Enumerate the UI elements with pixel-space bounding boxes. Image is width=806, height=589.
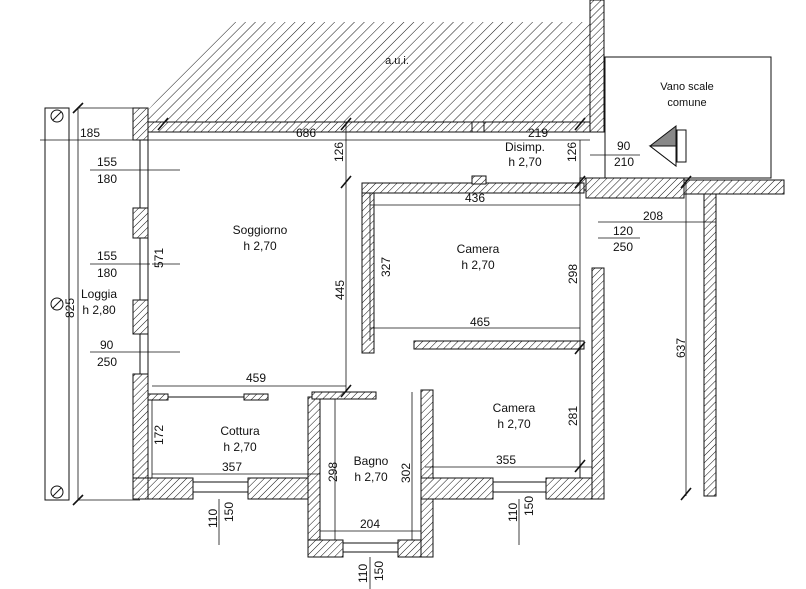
dim-155-180-b-bottom: 180 bbox=[97, 266, 117, 280]
dim-686: 686 bbox=[296, 126, 316, 140]
dim-110-150-b-right: 150 bbox=[522, 496, 536, 516]
dim-172: 172 bbox=[152, 425, 166, 445]
dim-637: 637 bbox=[674, 338, 688, 358]
dim-298-bagno: 298 bbox=[326, 462, 340, 482]
dim-155-180-a-top: 155 bbox=[97, 155, 117, 169]
dim-90-210-bottom: 210 bbox=[614, 155, 634, 169]
room-cottura-name: Cottura bbox=[220, 424, 260, 438]
aui-area: a.u.i. bbox=[148, 22, 590, 122]
dim-110-150-a-right: 150 bbox=[222, 502, 236, 522]
stair-area: Vano scale comune bbox=[604, 56, 772, 179]
room-bagno-height: h 2,70 bbox=[354, 470, 388, 484]
wall-bagno bbox=[307, 396, 321, 558]
dim-110-150-c-right: 150 bbox=[372, 561, 386, 581]
room-cottura-height: h 2,70 bbox=[223, 440, 257, 454]
dim-445: 445 bbox=[333, 280, 347, 300]
dim-90-250-bottom: 250 bbox=[97, 355, 117, 369]
stair-label-line1: Vano scale bbox=[660, 81, 714, 93]
dim-571: 571 bbox=[152, 248, 166, 268]
dim-110-150-b-left: 110 bbox=[506, 503, 520, 522]
room-disimp-height: h 2,70 bbox=[508, 155, 542, 169]
wall-camera bbox=[361, 182, 375, 354]
dim-327: 327 bbox=[379, 257, 393, 277]
wall-top bbox=[147, 121, 591, 133]
dim-90-250-top: 90 bbox=[100, 338, 114, 352]
dim-126-b: 126 bbox=[565, 142, 579, 162]
wall-bottom-left bbox=[132, 477, 194, 500]
dim-355: 355 bbox=[496, 453, 516, 467]
dim-436: 436 bbox=[465, 191, 485, 205]
dim-126-a: 126 bbox=[332, 142, 346, 162]
dim-155-180-a-bottom: 180 bbox=[97, 172, 117, 186]
dim-110-150-a-left: 110 bbox=[206, 509, 220, 528]
dim-357: 357 bbox=[222, 460, 242, 474]
dim-459: 459 bbox=[246, 371, 266, 385]
room-loggia-name: Loggia bbox=[81, 287, 117, 301]
room-soggiorno-height: h 2,70 bbox=[243, 239, 277, 253]
stair-direction-icon bbox=[648, 124, 687, 168]
dimension-lines bbox=[40, 102, 716, 589]
room-camera1-name: Camera bbox=[457, 242, 500, 256]
room-camera2-name: Camera bbox=[493, 401, 536, 415]
wall-right-top bbox=[589, 0, 605, 133]
dim-825: 825 bbox=[63, 298, 77, 318]
dim-110-150-c-left: 110 bbox=[356, 564, 370, 583]
dim-90-210-top: 90 bbox=[617, 139, 631, 153]
room-camera1-height: h 2,70 bbox=[461, 258, 495, 272]
dim-281: 281 bbox=[566, 406, 580, 426]
stair-label-line2: comune bbox=[667, 97, 706, 109]
aui-label: a.u.i. bbox=[385, 55, 409, 67]
dim-465: 465 bbox=[470, 315, 490, 329]
dim-208: 208 bbox=[643, 209, 663, 223]
room-bagno-name: Bagno bbox=[354, 454, 389, 468]
room-disimp-name: Disimp. bbox=[505, 140, 545, 154]
room-soggiorno-name: Soggiorno bbox=[233, 223, 288, 237]
dim-120-250-bottom: 250 bbox=[613, 240, 633, 254]
dim-204: 204 bbox=[360, 517, 380, 531]
wall-bottom-right bbox=[420, 477, 494, 500]
room-camera2-height: h 2,70 bbox=[497, 417, 531, 431]
dim-302: 302 bbox=[399, 463, 413, 483]
dim-185: 185 bbox=[80, 126, 100, 140]
dim-120-250-top: 120 bbox=[613, 224, 633, 238]
dim-298-camera: 298 bbox=[566, 264, 580, 284]
dim-219: 219 bbox=[528, 126, 548, 140]
dim-155-180-b-top: 155 bbox=[97, 249, 117, 263]
room-loggia-height: h 2,80 bbox=[82, 303, 116, 317]
